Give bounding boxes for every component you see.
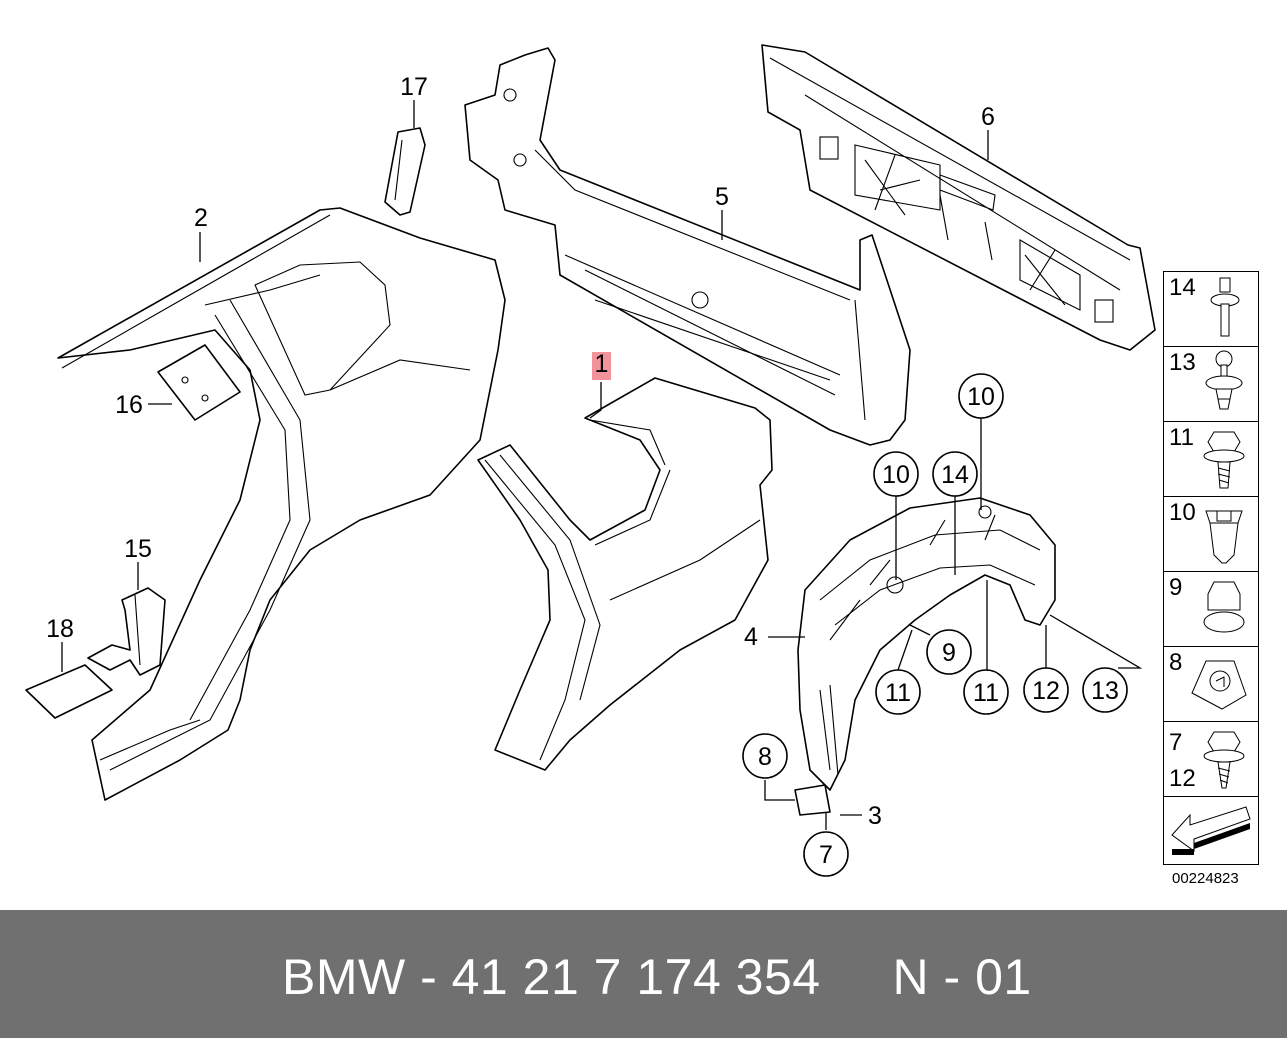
expanding-rivet-icon [1205, 350, 1243, 410]
callout-17: 17 [400, 73, 428, 101]
rivet-icon [1210, 277, 1240, 337]
hex-nut-icon [1203, 581, 1245, 633]
legend-item-8[interactable]: 8 [1164, 647, 1258, 722]
diagram-reference-code: 00224823 [1172, 870, 1239, 887]
part-18-pad [25, 664, 113, 719]
parts-diagram: 2 17 5 6 16 15 18 4 3 10 10 14 9 11 11 1… [25, 44, 1156, 877]
callout-5: 5 [715, 183, 729, 211]
part-5-side-member [464, 47, 911, 446]
selected-part-highlight [592, 352, 611, 380]
callout-18: 18 [46, 615, 74, 643]
callout-10-circled-upper: 10 [967, 383, 995, 411]
arrow-direction-icon [1171, 806, 1251, 855]
callout-7-circled: 7 [819, 841, 833, 869]
callout-15: 15 [124, 535, 152, 563]
callout-14-circled: 14 [941, 461, 969, 489]
legend-item-7-12[interactable]: 7 12 [1164, 722, 1258, 797]
fastener-legend: 14 13 11 10 9 [1163, 271, 1259, 865]
part-1-inner-panel [477, 377, 773, 771]
part-2-side-panel [57, 207, 506, 801]
callout-2: 2 [194, 204, 208, 232]
callout-4: 4 [744, 623, 758, 651]
plastic-nut-icon [1205, 510, 1243, 564]
footer-bar [0, 910, 1287, 1038]
legend-item-10[interactable]: 10 [1164, 497, 1258, 572]
leader-lines [61, 100, 1143, 830]
part-4-wheel-arch-liner [797, 497, 1056, 791]
self-tapping-screw-icon [1203, 731, 1245, 789]
part-6-rear-panel [761, 44, 1156, 351]
part-16-plate [157, 344, 241, 421]
callout-9-circled: 9 [942, 639, 956, 667]
callout-3: 3 [868, 802, 882, 830]
legend-item-11[interactable]: 11 [1164, 422, 1258, 497]
callout-11-circled-right: 11 [973, 679, 999, 707]
legend-item-14[interactable]: 14 [1164, 272, 1258, 347]
callout-16: 16 [115, 391, 143, 419]
part-number-caption: BMW - 41 21 7 174 354 N - 01 [282, 949, 1032, 1005]
part-15-bracket [87, 587, 166, 676]
hex-bolt-icon [1203, 431, 1245, 489]
clip-nut-icon [1191, 660, 1247, 710]
callout-1-highlighted: 1 [594, 350, 609, 378]
part-17-bracket [384, 127, 426, 216]
callout-10-circled: 10 [882, 461, 910, 489]
legend-item-13[interactable]: 13 [1164, 347, 1258, 422]
legend-item-direction[interactable] [1164, 797, 1258, 863]
callout-6: 6 [981, 103, 995, 131]
callout-13-circled: 13 [1091, 677, 1119, 705]
part-3-reinforcement [794, 784, 831, 816]
callout-8-circled: 8 [758, 743, 772, 771]
legend-item-9[interactable]: 9 [1164, 572, 1258, 647]
callout-12-circled: 12 [1032, 677, 1060, 705]
callout-11-circled-left: 11 [885, 679, 911, 707]
